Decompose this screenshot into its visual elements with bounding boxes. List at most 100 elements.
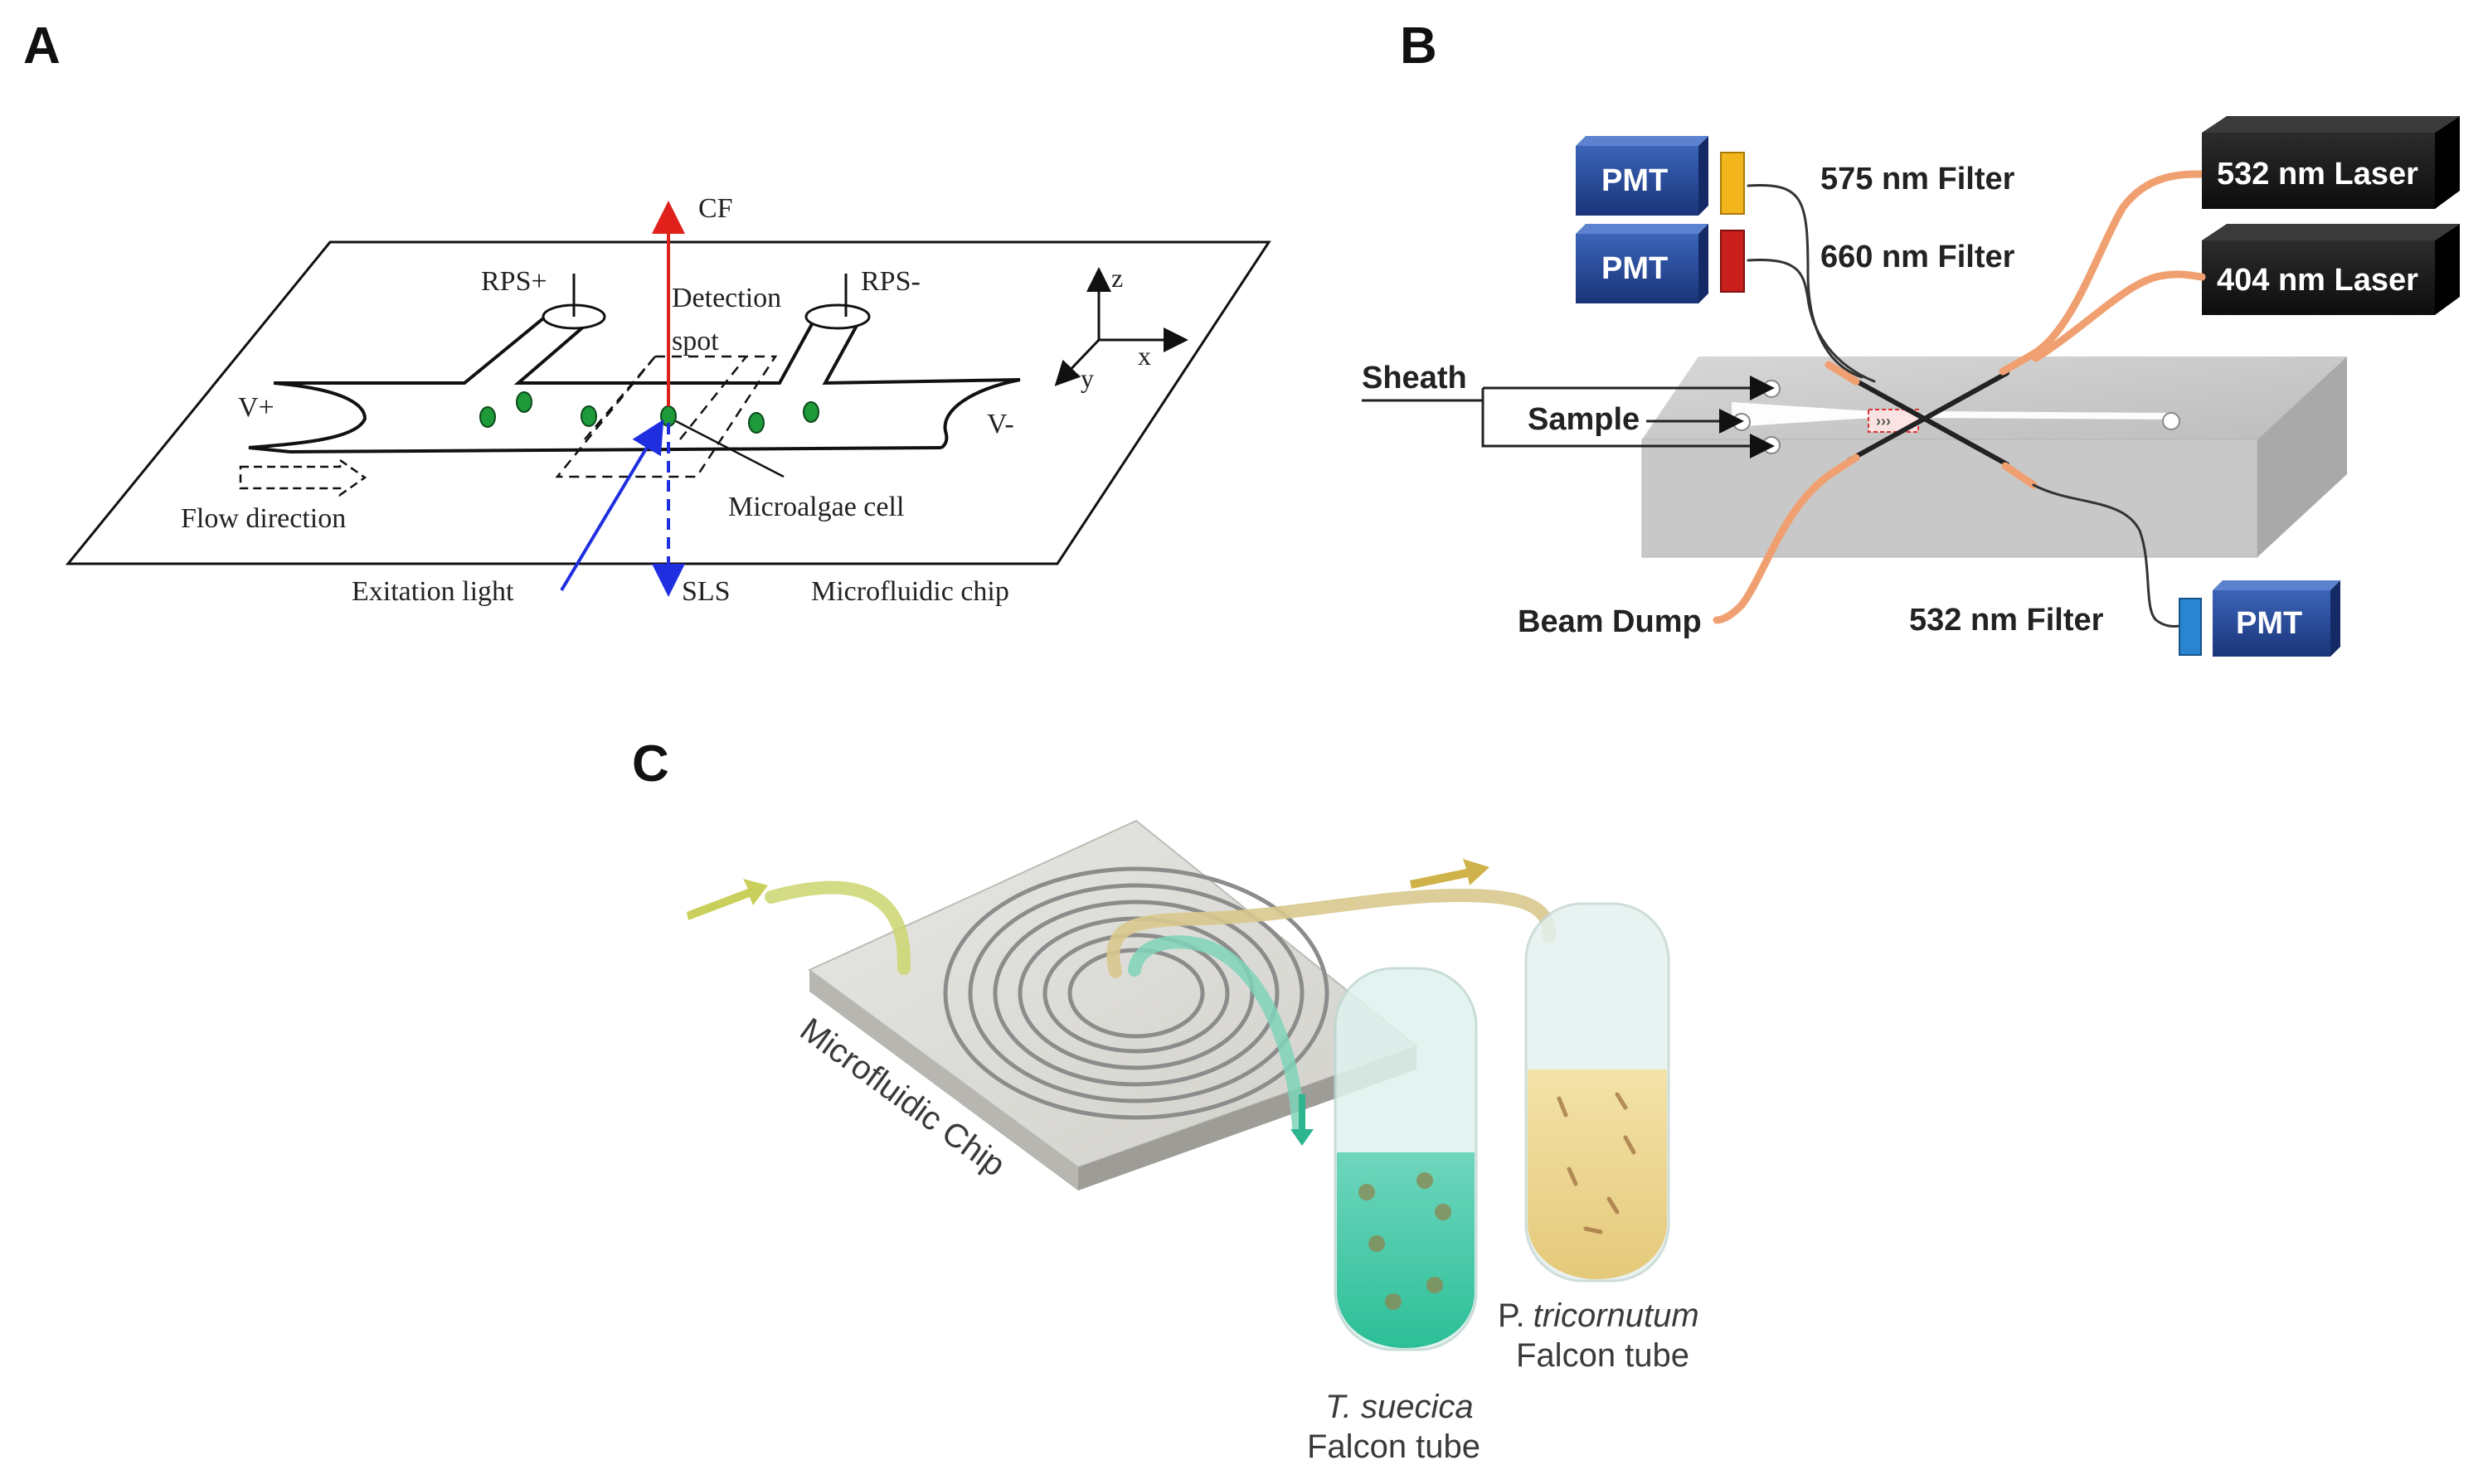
panel-b: B ››› <box>1362 17 2460 657</box>
fiber-cross-2 <box>1847 371 2009 463</box>
fiber-cross-1 <box>1847 375 2009 467</box>
pmt-box-front <box>1576 146 1698 216</box>
pmt-660: PMT <box>1576 224 1745 303</box>
tube-left-species: T. suecica <box>1325 1389 1474 1425</box>
cell <box>1583 1226 1603 1234</box>
pmt-box-side <box>2330 580 2340 657</box>
sheath-label: Sheath <box>1362 361 1467 395</box>
flow-direction-arrow <box>239 458 367 497</box>
laser-404: 404 nm Laser <box>2202 224 2460 315</box>
cell <box>581 405 597 427</box>
x-label: x <box>1138 341 1151 371</box>
filter-660-icon <box>1720 230 1745 293</box>
z-label: z <box>1111 263 1123 293</box>
rps-minus-label: RPS- <box>861 266 921 297</box>
y-label: y <box>1081 363 1094 393</box>
species-initial: P. <box>1498 1297 1525 1334</box>
cf-label: CF <box>698 193 733 224</box>
chip-slab-side <box>2257 356 2347 557</box>
axes <box>1054 267 1188 386</box>
y-axis <box>1054 338 1101 386</box>
cell <box>1606 1196 1620 1215</box>
channel-left-inlet <box>248 381 367 453</box>
cell <box>1416 1172 1433 1189</box>
microalgae-cell-label: Microalgae cell <box>728 492 904 522</box>
pmt-box-front <box>1576 234 1698 303</box>
filter-575-icon <box>1720 152 1745 215</box>
flow-direction-label: Flow direction <box>181 503 346 534</box>
spiral-ring <box>968 883 1305 1103</box>
cell <box>1435 1204 1451 1220</box>
cell <box>1615 1092 1628 1110</box>
rps-minus-port <box>804 303 871 330</box>
filter-532-label: 532 nm Filter <box>1909 603 2104 638</box>
down-arrow <box>1290 1094 1314 1146</box>
pmt-box-top <box>1576 136 1708 146</box>
cell <box>516 391 532 413</box>
cell <box>1358 1184 1375 1200</box>
pmt-box-top <box>1576 224 1708 234</box>
spiral-ring <box>1067 948 1205 1039</box>
spiral-ring <box>993 900 1280 1087</box>
excitation-arrow <box>560 419 664 592</box>
sls-label: SLS <box>682 576 731 607</box>
fiber-575 <box>1747 184 1863 379</box>
microfluidic-chip-label: Microfluidic chip <box>811 576 1009 607</box>
tube-right-species: P.tricornutum <box>1498 1297 1699 1334</box>
cell <box>1557 1096 1568 1118</box>
cell <box>479 406 496 428</box>
pmt-box-front <box>2213 590 2330 657</box>
sheath-port-top <box>1762 380 1781 398</box>
panel-a: A <box>23 17 1271 607</box>
sample-port <box>1732 413 1751 431</box>
cell <box>1623 1135 1636 1155</box>
channel-top-edge <box>274 313 1021 386</box>
fiber-beam-dump <box>1713 468 1837 624</box>
spiral-ring <box>943 866 1329 1120</box>
tube-p-tricornutum <box>1524 902 1670 1283</box>
sheath-port-bottom <box>1762 436 1781 454</box>
fiber-orange-4 <box>2001 462 2038 489</box>
detection-spot-box <box>555 355 778 478</box>
species-name: tricornutum <box>1533 1297 1699 1334</box>
cells-p-tricornutum <box>1557 1092 1636 1234</box>
detection-chevrons: ››› <box>1876 413 1891 429</box>
cells-t-suecica <box>1358 1172 1451 1310</box>
laser-box-front <box>2202 133 2435 209</box>
detection-dash-1 <box>584 356 656 440</box>
fiber-laser-404-link <box>2032 270 2206 362</box>
tube-t-suecica <box>1334 967 1478 1351</box>
input-lines <box>1362 376 1775 458</box>
pmt-box-side <box>1698 224 1708 303</box>
spiral-channel <box>943 866 1329 1120</box>
detection-label-1: Detection <box>672 283 781 313</box>
detection-label-2: spot <box>672 326 719 356</box>
panel-a-letter: A <box>23 17 61 75</box>
panel-c: C Microfluidic Chip <box>632 735 1699 1465</box>
tube-left-caption: Falcon tube <box>1307 1428 1480 1465</box>
filter-532-icon <box>2179 598 2202 656</box>
panel-c-letter: C <box>632 735 669 793</box>
outlet-tube-right <box>1106 888 1557 978</box>
pmt-box-top <box>2213 580 2340 590</box>
cell <box>748 412 765 434</box>
cell <box>1567 1166 1578 1186</box>
channel-right-outlet <box>940 378 1021 449</box>
microfluidic-chip: Microfluidic Chip <box>794 819 1419 1191</box>
pmt-575: PMT <box>1576 136 1745 216</box>
pmt-box-side <box>1698 136 1708 216</box>
chip-slab-front <box>1641 439 2258 558</box>
excitation-light-label: Exitation light <box>352 576 514 607</box>
inlet-tube <box>765 880 911 975</box>
tube-right-caption: Falcon tube <box>1516 1337 1689 1374</box>
laser-box-side <box>2435 224 2460 315</box>
filter-575-label: 575 nm Filter <box>1820 162 2015 196</box>
chip-front-right <box>1078 1046 1416 1191</box>
beam-dump-label: Beam Dump <box>1518 604 1702 639</box>
fiber-orange-3 <box>1829 453 1860 477</box>
pmt-label: PMT <box>1601 163 1668 198</box>
laser-404-label: 404 nm Laser <box>2217 263 2418 298</box>
spiral-ring <box>1042 933 1230 1054</box>
rps-plus-label: RPS+ <box>481 266 547 297</box>
